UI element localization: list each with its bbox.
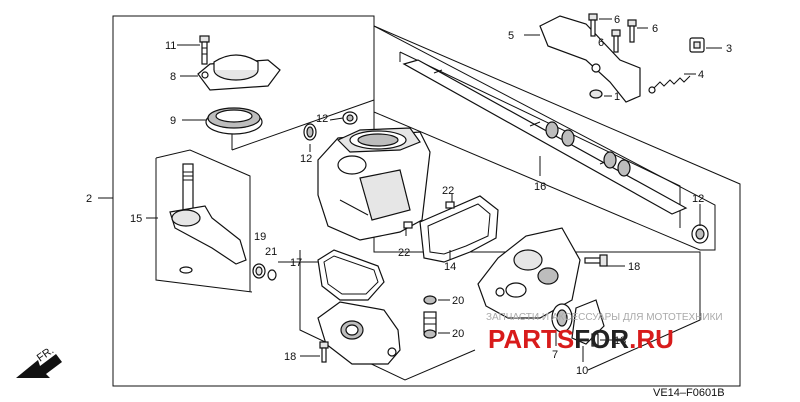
callout-11: 11 [165,40,176,52]
bearing-12-right [691,224,709,244]
watermark-logo-c: .RU [629,324,674,354]
callout-4: 4 [698,69,704,81]
callout-3: 3 [726,43,732,55]
callout-22-lower: 22 [398,247,410,259]
callout-1: 1 [614,91,620,103]
nut-1 [589,89,603,99]
callout-18-right: 18 [628,261,640,273]
bolt-6a [588,13,598,37]
callout-5: 5 [508,30,514,42]
callout-7: 7 [552,349,558,361]
watermark-logo: PARTSFOR.RU [488,324,674,354]
seal-21 [267,269,277,281]
callout-12-left: 12 [300,153,312,165]
bracket-5 [539,15,641,103]
callout-19: 19 [254,231,266,243]
figure-code: VE14–F0601B [653,387,725,399]
gasket-17-inner [323,255,379,295]
callout-16: 16 [534,181,546,193]
watermark-logo-a: PARTS [488,324,574,354]
callout-6-c: 6 [598,37,604,49]
callout-14: 14 [444,261,456,273]
watermark-logo-b: FOR [574,324,629,354]
callout-15: 15 [130,213,142,225]
callout-17: 17 [290,257,302,269]
main-housing [317,127,431,241]
gasket-17 [317,249,385,301]
pin-22-upper [445,201,455,209]
stopper-3 [689,37,705,53]
callout-22-upper: 22 [442,185,454,197]
gasket-14 [419,195,499,263]
spindle-15 [169,163,247,274]
side-cover [477,227,581,319]
pin-22-lower [403,221,413,229]
callout-20-lower: 20 [452,328,464,340]
front-direction-arrow: FR. [16,344,62,378]
callout-6-a: 6 [614,14,620,26]
callout-13: 13 [614,335,626,347]
washer-20-upper [423,295,437,305]
callout-8: 8 [170,71,176,83]
spring-20 [423,311,437,339]
callout-2: 2 [86,193,92,205]
lower-cover [317,301,401,365]
spring-4 [648,75,691,94]
bolt-18-lower [319,341,329,363]
seal-12-top [342,111,358,125]
washer-19-hole [255,266,263,276]
callout-6-b: 6 [652,23,658,35]
bearing-12-upper [303,123,317,141]
bolt-11 [199,35,210,65]
leader-lines [98,18,722,362]
seal-9 [205,107,263,135]
callout-12-top: 12 [316,113,328,125]
callout-18-lower: 18 [284,351,296,363]
clip-10 [571,299,605,347]
assembly-boundary [112,15,741,387]
bolt-6b [627,19,637,43]
gasket-14-inner [427,203,491,255]
callout-20-upper: 20 [452,295,464,307]
bolt-6c [611,29,621,53]
shaft-16 [402,59,688,215]
knuckle-group-box [155,149,253,293]
gear-7 [551,303,573,333]
callout-10: 10 [576,365,588,377]
cover-8 [197,54,281,91]
shaft-bracket-box [399,51,681,228]
watermark-caption: ЗАПЧАСТИ И АКСЕССУАРЫ ДЛЯ МОТОТЕХНИКИ [486,312,723,323]
callout-12-right: 12 [692,193,704,205]
bolt-18-right [584,254,608,267]
callout-21: 21 [265,246,277,258]
callout-9: 9 [170,115,176,127]
